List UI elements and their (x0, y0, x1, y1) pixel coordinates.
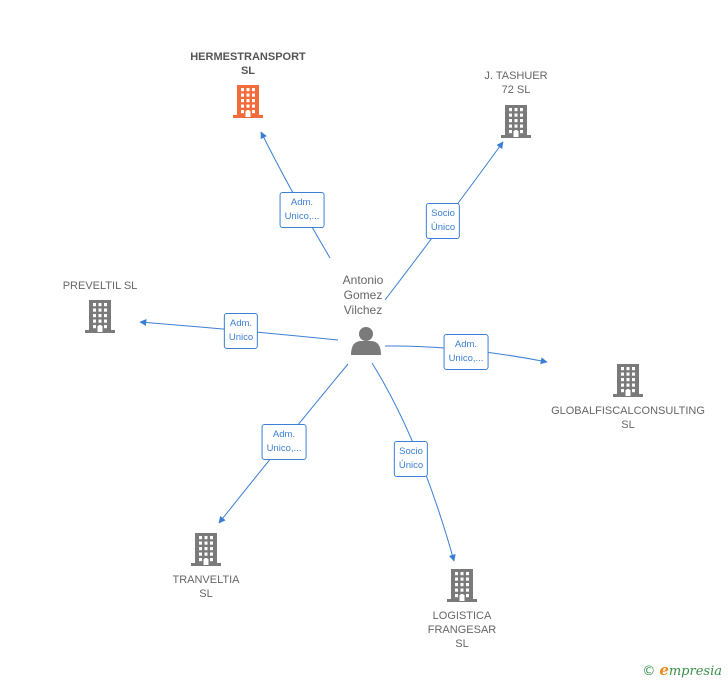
relation-label-jtashuer[interactable]: Socio Único (425, 203, 461, 239)
building-icon-tranveltia[interactable] (191, 533, 221, 566)
building-icon-globalfiscal[interactable] (613, 364, 643, 397)
building-icon-hermestransport[interactable] (233, 85, 263, 118)
building-icon-jtashuer[interactable] (501, 105, 531, 138)
relation-label-tranveltia[interactable]: Adm. Unico,... (261, 424, 307, 460)
relation-label-logistica[interactable]: Socio Único (393, 441, 429, 477)
company-label-tranveltia[interactable]: TRANVELTIA SL (172, 574, 240, 600)
building-icon-preveltil[interactable] (85, 300, 115, 333)
person-icon[interactable] (351, 327, 381, 355)
company-label-preveltil[interactable]: PREVELTIL SL (62, 280, 138, 292)
brand-initial: e (659, 661, 669, 679)
copyright-symbol: © (642, 664, 656, 679)
company-label-globalfiscal[interactable]: GLOBALFISCALCONSULTING SL (551, 405, 705, 431)
building-icon-logistica[interactable] (447, 569, 477, 602)
brand-name: mpresia (668, 664, 722, 679)
empresia-watermark: ©empresia (642, 661, 722, 679)
company-label-logistica[interactable]: LOGISTICA FRANGESAR SL (427, 610, 497, 650)
company-label-jtashuer[interactable]: J. TASHUER 72 SL (484, 70, 548, 96)
company-label-hermestransport[interactable]: HERMESTRANSPORT SL (190, 51, 306, 77)
nodes-layer (85, 85, 643, 602)
relation-label-globalfiscal[interactable]: Adm. Unico,... (443, 334, 489, 370)
relation-label-preveltil[interactable]: Adm. Unico (223, 313, 259, 349)
relation-label-hermestransport[interactable]: Adm. Unico,... (279, 192, 325, 228)
person-name-label[interactable]: Antonio Gomez Vilchez (342, 273, 384, 317)
